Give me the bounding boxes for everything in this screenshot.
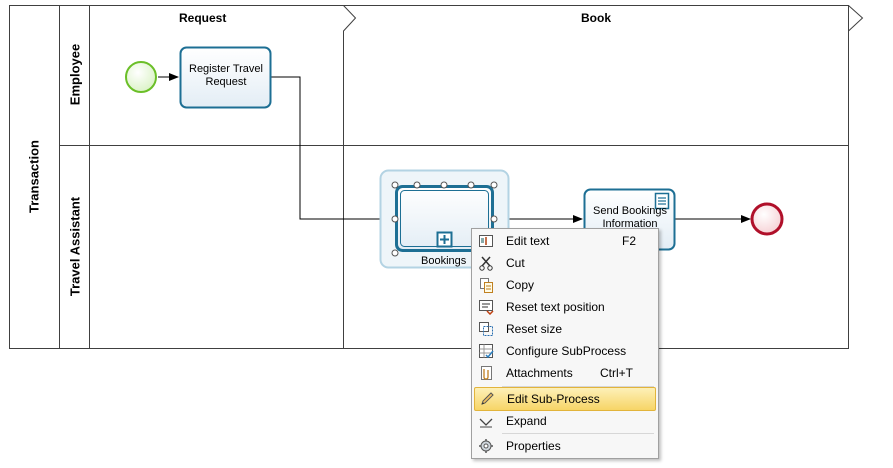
task-send-line1: Send Bookings [593,205,667,217]
menu-item-edit-sub-process[interactable]: Edit Sub-Process [474,387,656,411]
pencil-icon [481,392,494,405]
menu-item-shortcut: F2 [622,234,637,248]
handle-tl[interactable] [391,181,399,189]
configure-subprocess-icon [479,344,494,359]
menu-item-label: Expand [506,414,547,428]
edit-text-icon [479,235,493,247]
handle-mr[interactable] [490,215,498,223]
paperclip-icon [481,366,492,380]
lane-label-travel-assistant: Travel Assistant [67,196,83,297]
menu-item-label: Reset text position [506,300,605,314]
menu-item-label: Reset size [506,322,563,336]
task-register-line2: Request [205,76,247,88]
handle-bm2[interactable] [467,181,475,189]
pool-label: Transaction [26,140,42,213]
handle-bl[interactable] [391,249,399,257]
context-menu[interactable]: Edit text F2 Cut Copy Reset text positio… [471,228,659,459]
menu-item-edit-text[interactable]: Edit text F2 [474,230,656,252]
end-event[interactable] [750,202,784,236]
reset-size-icon [479,322,493,336]
gear-icon [479,439,493,453]
task-register-line1: Register Travel [189,63,263,75]
menu-item-reset-size[interactable]: Reset size [474,318,656,340]
menu-item-attachments[interactable]: Attachments Ctrl+T [474,362,656,384]
handle-bm[interactable] [413,181,421,189]
menu-item-reset-text-position[interactable]: Reset text position [474,296,656,318]
reset-text-position-icon [479,300,494,315]
phase-request-border [343,5,357,349]
menu-item-shortcut: Ctrl+T [600,366,633,380]
phase-label-request: Request [179,11,227,25]
phase-label-book: Book [581,11,611,25]
phase-book-border [848,5,864,32]
flow-register-to-bookings[interactable] [271,76,398,223]
task-register-travel-request[interactable] [179,46,272,109]
task-register-label: Register Travel Request [181,63,271,89]
menu-item-expand[interactable]: Expand [474,410,656,432]
menu-item-properties[interactable]: Properties [474,435,656,457]
menu-separator [502,433,654,434]
menu-item-cut[interactable]: Cut [474,252,656,274]
scissors-icon [479,256,493,271]
menu-separator [502,386,654,387]
task-send-line2: Information [602,218,658,230]
handle-ml[interactable] [391,215,399,223]
subprocess-bookings-label: Bookings [421,255,467,267]
task-send-label: Send Bookings Information [585,205,675,231]
menu-item-label: Cut [506,256,525,270]
handle-tr[interactable] [490,181,498,189]
handle-tm[interactable] [440,181,448,189]
selection-handles[interactable] [391,181,498,257]
menu-item-label: Attachments [506,366,573,380]
menu-item-label: Copy [506,278,535,292]
lane-label-employee: Employee [67,43,83,106]
start-event[interactable] [125,61,157,93]
menu-item-label: Configure SubProcess [506,344,627,358]
copy-icon [480,278,493,293]
menu-item-label: Edit Sub-Process [507,392,600,406]
menu-item-configure-subprocess[interactable]: Configure SubProcess [474,340,656,362]
menu-item-label: Properties [506,439,561,453]
menu-item-label: Edit text [506,234,550,248]
expand-icon [479,418,493,428]
menu-item-copy[interactable]: Copy [474,274,656,296]
